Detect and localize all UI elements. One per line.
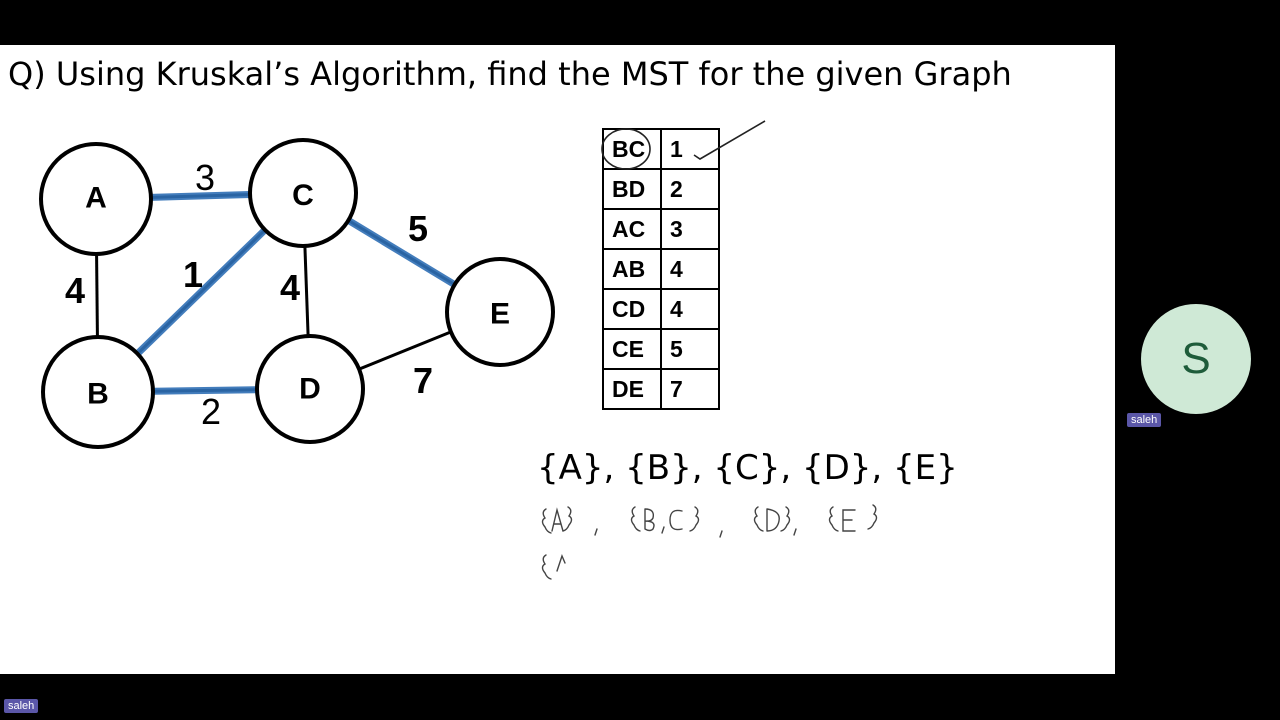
- edge-weight-a-b: 4: [65, 270, 85, 311]
- edge-weight-d-e: 7: [413, 360, 433, 401]
- presentation-slide: Q) Using Kruskal’s Algorithm, find the M…: [0, 45, 1115, 674]
- edge-weight-cell: 1: [660, 128, 720, 170]
- participant-name-tag: saleh: [1127, 413, 1162, 427]
- edge-weight-cell: 4: [660, 248, 720, 290]
- mst-highlight-c-e: [344, 216, 459, 289]
- edge-weight-c-d: 4: [280, 267, 300, 308]
- edge-weight-a-c: 3: [195, 157, 215, 198]
- edge-weight-cell: 3: [660, 208, 720, 250]
- node-d-circle: [255, 334, 365, 444]
- edge-name-cell: BD: [602, 168, 662, 210]
- node-d-label: D: [299, 372, 321, 405]
- node-e-circle: [445, 257, 555, 367]
- node-b-circle: [41, 335, 155, 449]
- edge-weight-cell: 5: [660, 328, 720, 370]
- node-a-label: A: [85, 182, 107, 215]
- edge-weight-c-e: 5: [408, 208, 428, 249]
- mst-highlight-a-c: [147, 191, 254, 201]
- edge-weight-b-d: 2: [201, 391, 221, 432]
- edge-name-cell: CD: [602, 288, 662, 330]
- node-a-circle: [39, 142, 153, 256]
- edge-name-cell: AC: [602, 208, 662, 250]
- edge-weight-cell: 7: [660, 368, 720, 410]
- mst-highlight-b-c: [133, 226, 269, 358]
- edge-weight-cell: 2: [660, 168, 720, 210]
- edge-name-cell: CE: [602, 328, 662, 370]
- edge-name-cell: DE: [602, 368, 662, 410]
- node-e-label: E: [490, 298, 510, 331]
- avatar-initial: S: [1181, 334, 1211, 383]
- handwritten-sets-line: [541, 504, 878, 580]
- edge-name-cell: BC: [602, 128, 662, 170]
- node-b-label: B: [87, 378, 109, 411]
- edge-name-cell: AB: [602, 248, 662, 290]
- edge-weight-b-c: 1: [183, 254, 203, 295]
- initial-sets: {A}, {B}, {C}, {D}, {E}: [537, 448, 958, 488]
- self-view-name-tag: saleh: [4, 699, 39, 713]
- node-c-label: C: [292, 179, 314, 212]
- graph-diagram: A B C D E 3 4 1 4 5 2 7: [39, 138, 555, 449]
- node-c-circle: [248, 138, 358, 248]
- slide-title: Q) Using Kruskal’s Algorithm, find the M…: [8, 55, 1012, 93]
- mst-highlight-b-d: [149, 386, 261, 395]
- edge-weight-cell: 4: [660, 288, 720, 330]
- participant-avatar[interactable]: S: [1141, 304, 1251, 414]
